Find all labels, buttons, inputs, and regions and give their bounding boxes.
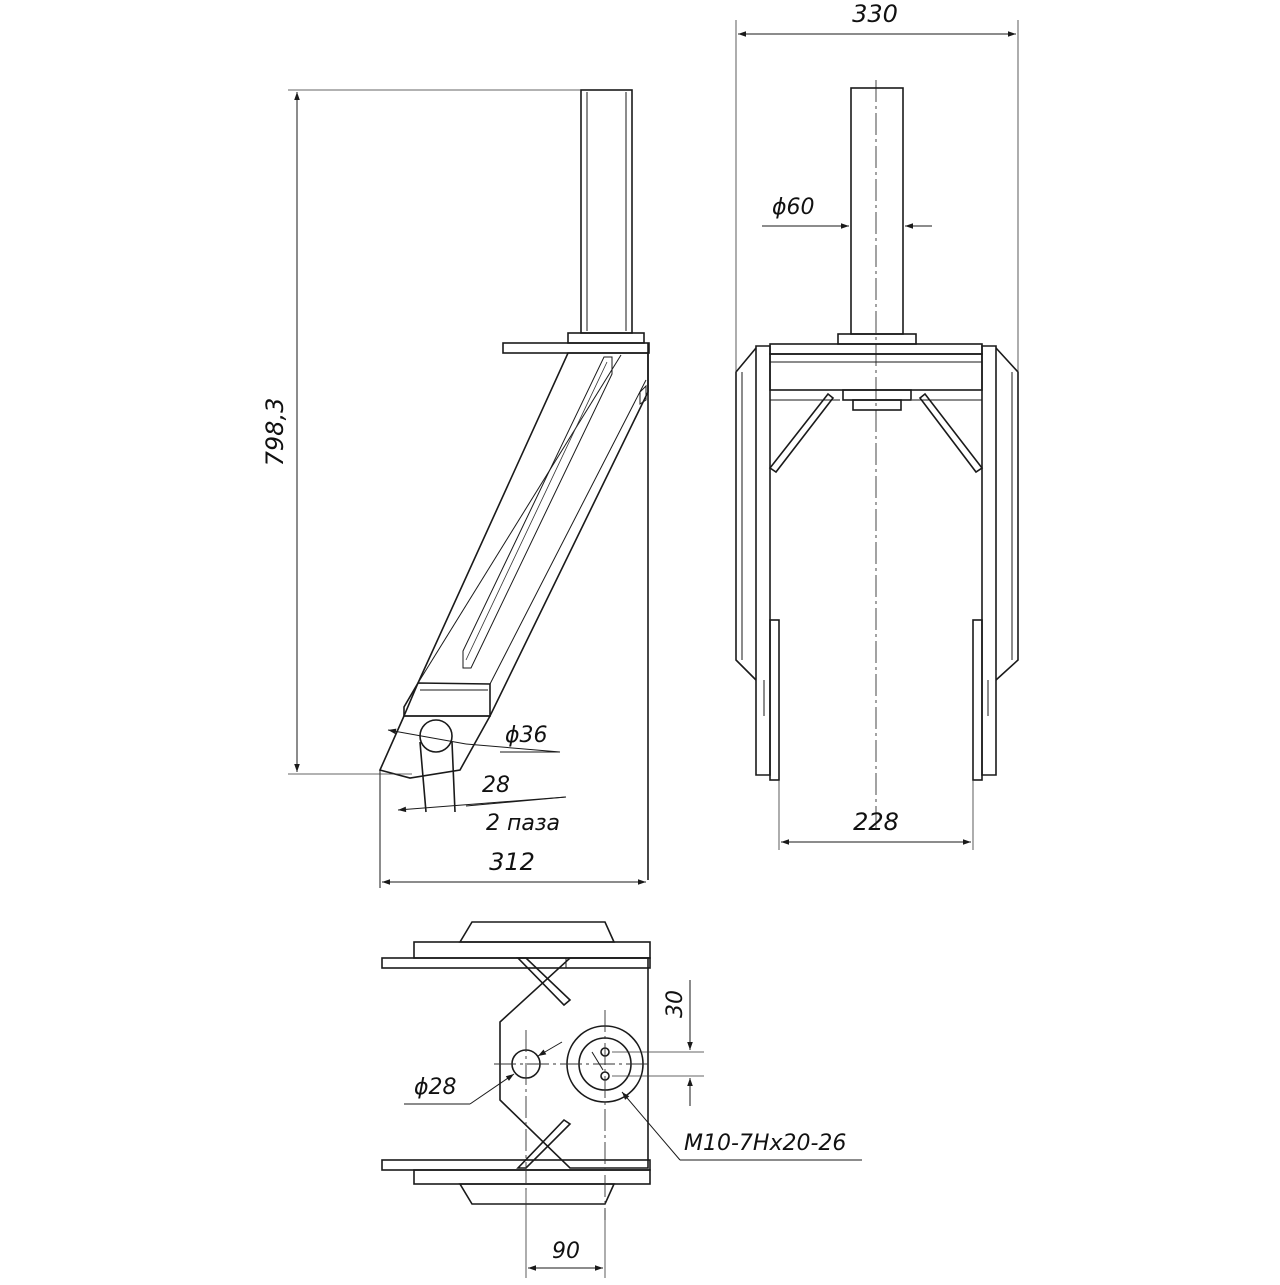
side-collar bbox=[567, 332, 645, 344]
side-pin-hole bbox=[419, 719, 453, 753]
dim-offset-horizontal: 90 bbox=[552, 1239, 580, 1264]
dim-side-width: 312 bbox=[489, 848, 535, 876]
front-shaft bbox=[850, 87, 904, 335]
dim-slot-count: 2 паза bbox=[486, 811, 560, 836]
front-view bbox=[735, 80, 1019, 832]
dim-pin-hole: ϕ36 bbox=[505, 723, 548, 748]
dim-slot-width: 28 bbox=[482, 773, 510, 798]
front-dimensions: 330 ϕ60 228 bbox=[735, 0, 1019, 850]
dim-offset-vertical: 30 bbox=[663, 990, 688, 1018]
side-tube bbox=[403, 352, 649, 717]
front-collar bbox=[837, 333, 917, 345]
dim-total-height: 798,3 bbox=[261, 398, 289, 467]
dim-top-hole: ϕ28 bbox=[414, 1075, 457, 1100]
side-dimensions: 798,3 312 ϕ36 28 2 паза bbox=[261, 89, 646, 885]
top-view bbox=[381, 921, 651, 1220]
dim-shaft-diameter: ϕ60 bbox=[772, 195, 815, 220]
top-dimensions: 30 ϕ28 M10-7Hx20-26 90 bbox=[404, 980, 862, 1278]
side-shaft bbox=[580, 89, 633, 334]
dim-front-width: 330 bbox=[852, 0, 898, 28]
side-slot bbox=[462, 356, 613, 669]
dim-inner-width: 228 bbox=[853, 808, 899, 836]
top-body bbox=[499, 957, 649, 1169]
side-view bbox=[378, 89, 650, 888]
dim-thread: M10-7Hx20-26 bbox=[684, 1131, 846, 1156]
side-top-plate bbox=[502, 342, 650, 354]
